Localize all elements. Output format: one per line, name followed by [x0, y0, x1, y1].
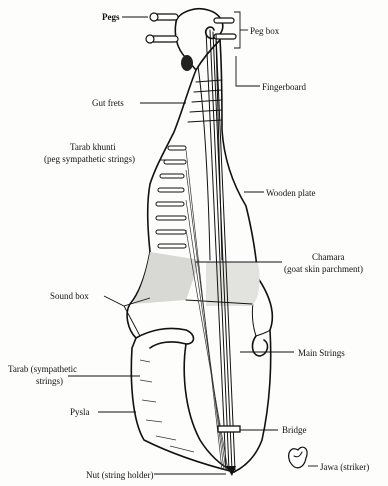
body-right-outline [220, 40, 272, 472]
label-pysla: Pysla [70, 407, 90, 417]
bridge-drawing [218, 426, 240, 432]
label-peg-box: Peg box [250, 26, 280, 36]
peg-box-hole [181, 55, 193, 71]
label-tarab: Tarab (sympathetic [8, 364, 77, 374]
label-tarab-khunti: Tarab khunti [70, 142, 116, 152]
label-main-strings: Main Strings [298, 348, 345, 358]
label-pegs: Pegs [102, 12, 120, 22]
label-gut-frets: Gut frets [92, 98, 124, 108]
jawa-drawing [289, 447, 307, 468]
pysla-hatching [140, 360, 194, 452]
label-fingerboard: Fingerboard [262, 82, 306, 92]
label-chamara-sub: (goat skin parchment) [284, 264, 363, 274]
waist-cut [136, 328, 194, 348]
label-sound-box: Sound box [50, 291, 89, 301]
instrument-body [127, 9, 307, 476]
label-bridge: Bridge [282, 425, 307, 435]
right-curl [253, 336, 268, 356]
label-wooden-plate: Wooden plate [266, 188, 316, 198]
sound-box-shading [132, 252, 200, 304]
label-jawa: Jawa (striker) [320, 462, 369, 472]
chamara-shading [206, 262, 260, 306]
tarab-khunti-drawing [156, 146, 186, 248]
main-strings-drawing [206, 30, 235, 470]
label-tarab-sub: strings) [36, 376, 63, 386]
label-chamara: Chamara [312, 252, 344, 262]
label-tarab-khunti-sub: (peg sympathetic strings) [44, 154, 135, 164]
label-nut: Nut (string holder) [86, 470, 154, 480]
